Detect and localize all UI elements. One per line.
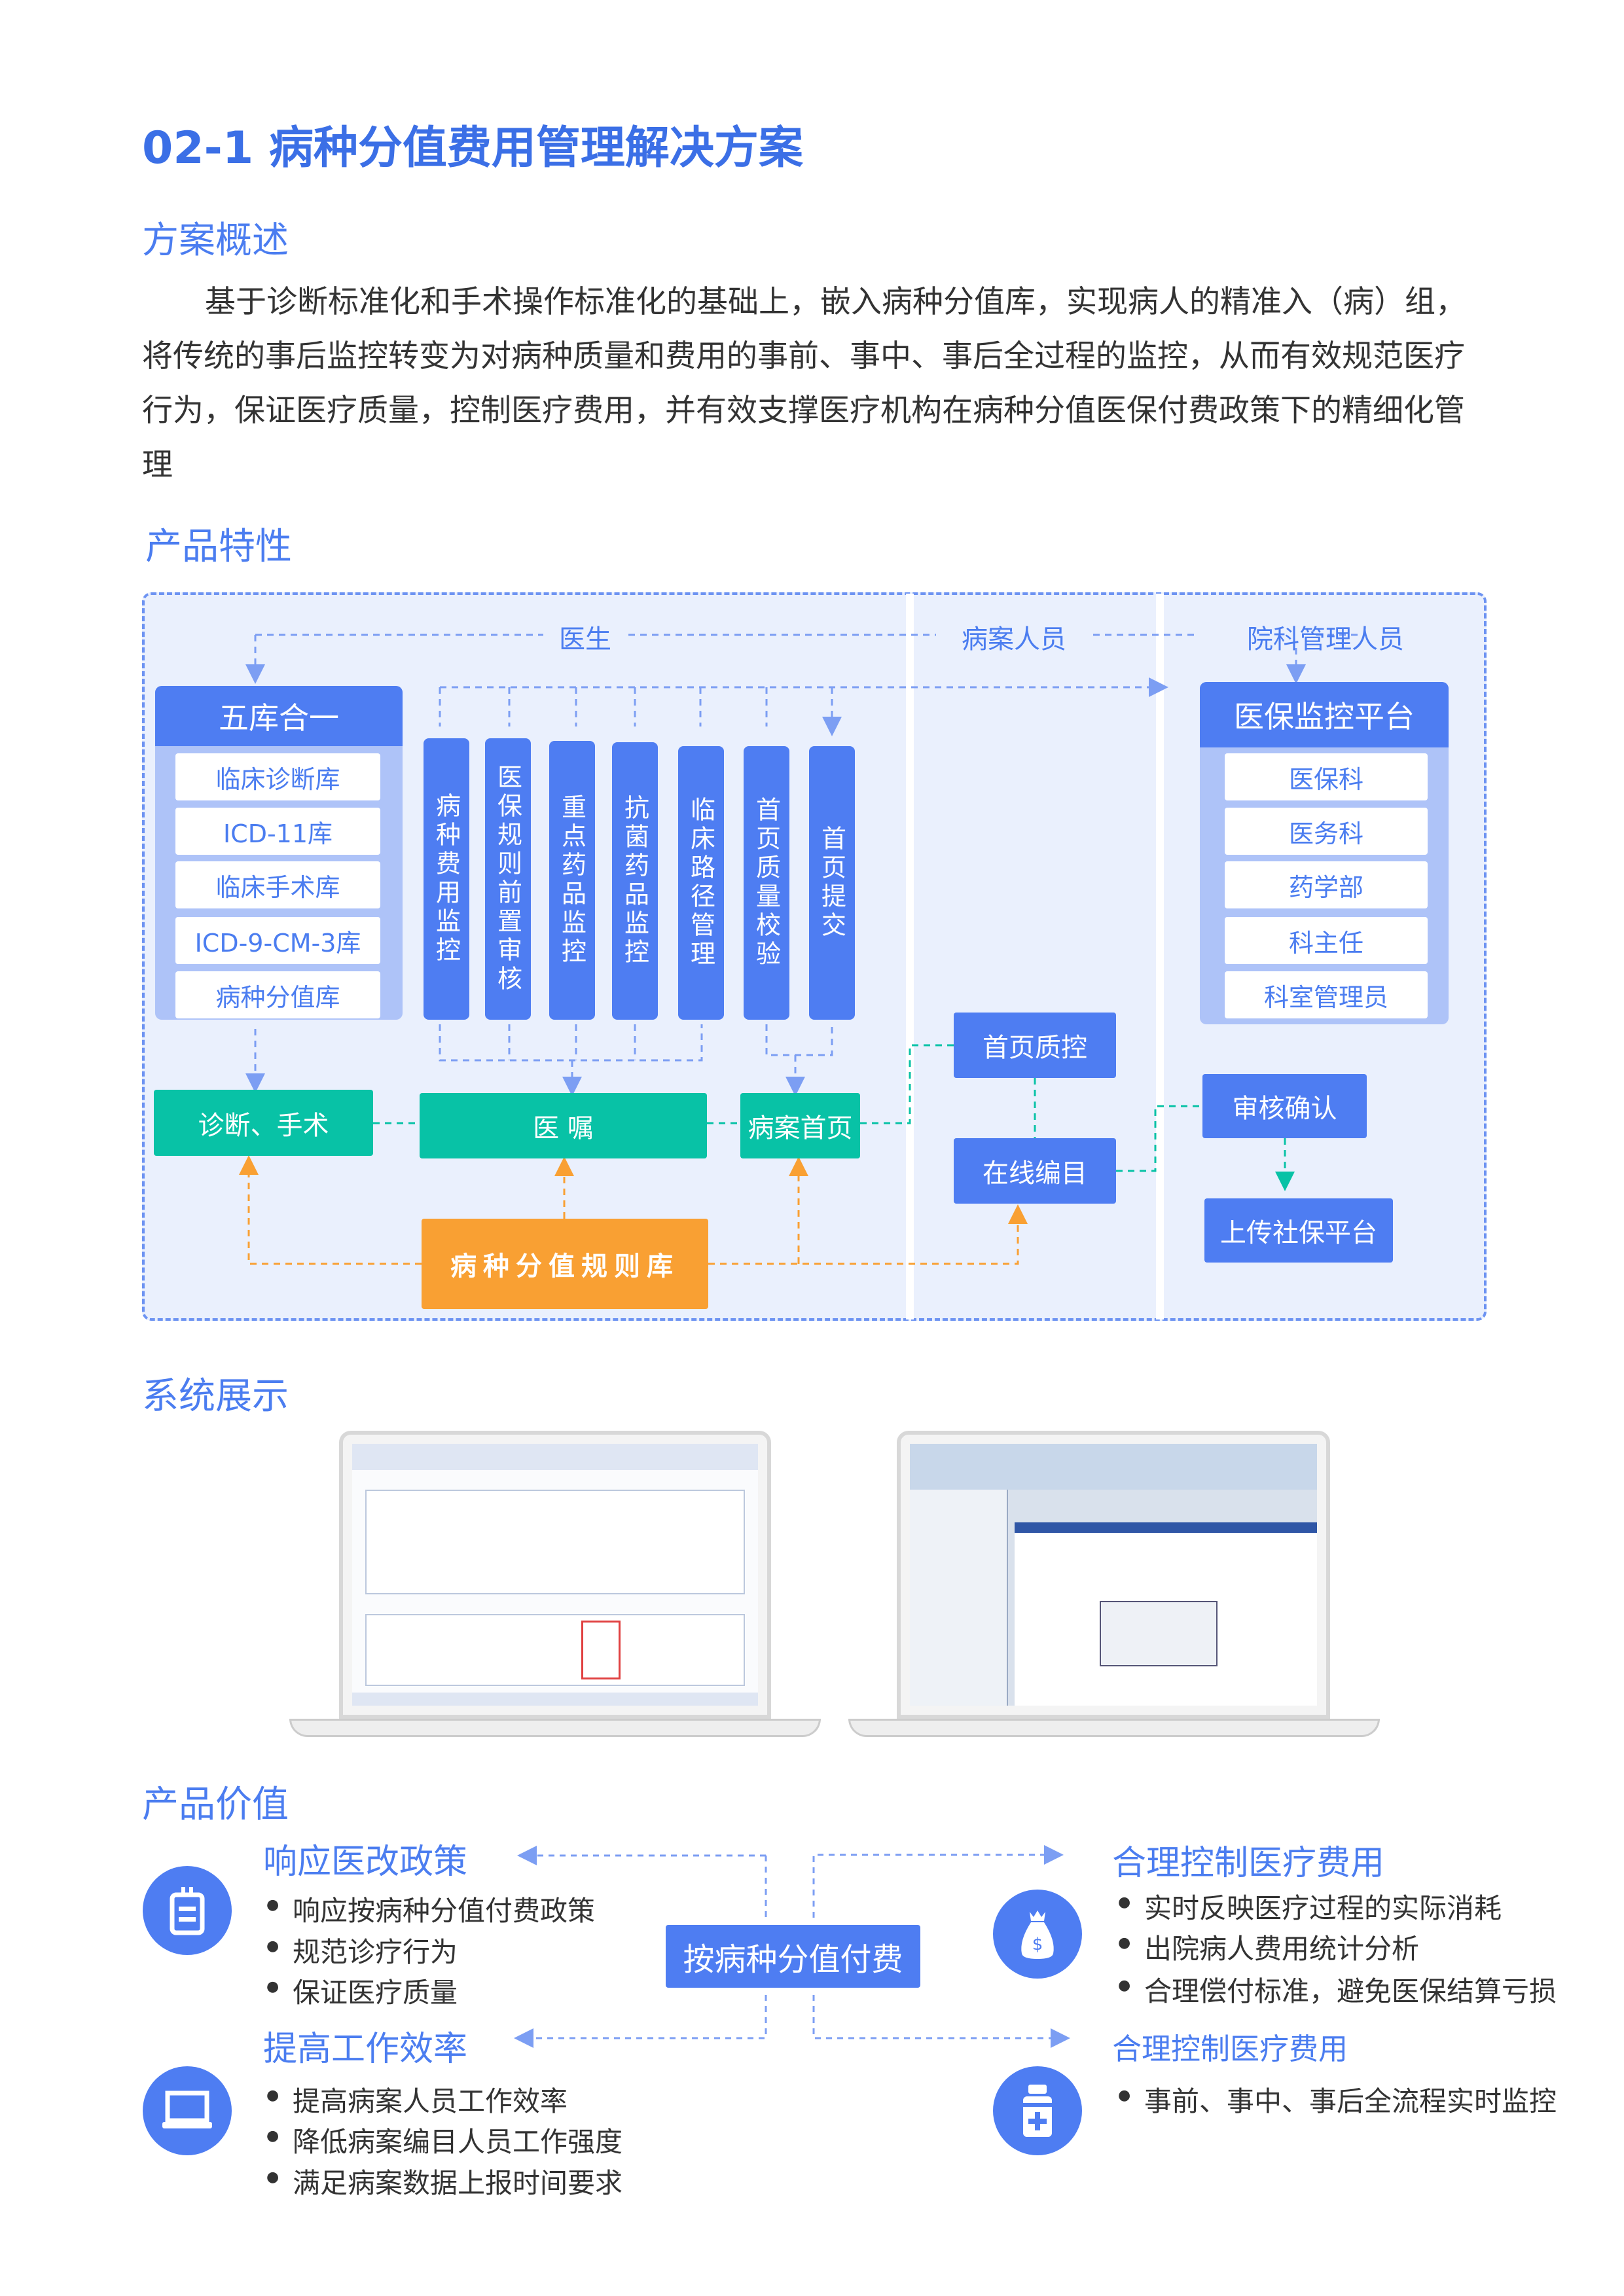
features-heading: 产品特性 [145, 526, 292, 568]
value-heading: 产品价值 [142, 1784, 289, 1826]
value-bullet: 满足病案数据上报时间要求 [266, 2161, 623, 2201]
value-bullet: 合理偿付标准，避免医保结算亏损 [1118, 1969, 1557, 2009]
value-title: 提高工作效率 [263, 2030, 468, 2069]
page-title: 02-1 病种分值费用管理解决方案 [142, 122, 803, 174]
value-title: 合理控制医疗费用 [1112, 2032, 1348, 2066]
money-bag-icon: $ [993, 1890, 1082, 1979]
module-bar[interactable]: 重点药品监控 [549, 741, 595, 1020]
showcase-heading: 系统展示 [142, 1375, 289, 1418]
department-item[interactable]: 医保科 [1225, 753, 1428, 800]
online-coding-box[interactable]: 在线编目 [954, 1138, 1116, 1204]
value-bullet: 保证医疗质量 [266, 1971, 458, 2011]
library-item[interactable]: 病种分值库 [175, 971, 380, 1018]
value-bullet: 降低病案编目人员工作强度 [266, 2120, 623, 2160]
homepage-qc-box[interactable]: 首页质控 [954, 1013, 1116, 1078]
laptop-base [848, 1719, 1380, 1737]
divider [1156, 594, 1164, 1319]
library-item[interactable]: 临床手术库 [175, 861, 380, 908]
library-item[interactable]: ICD-9-CM-3库 [175, 917, 380, 964]
medicine-bottle-icon [993, 2066, 1082, 2155]
upload-platform-box[interactable]: 上传社保平台 [1204, 1198, 1393, 1263]
role-records-staff: 病案人员 [962, 624, 1066, 655]
module-bar[interactable]: 病种费用监控 [424, 738, 469, 1020]
value-bullet: 提高病案人员工作效率 [266, 2079, 568, 2119]
overview-text: 基于诊断标准化和手术操作标准化的基础上，嵌入病种分值库，实现病人的精准入（病）组… [142, 284, 1466, 483]
center-payment-box: 按病种分值付费 [666, 1925, 920, 1988]
overview-heading: 方案概述 [142, 219, 289, 262]
review-confirm-box[interactable]: 审核确认 [1202, 1074, 1367, 1138]
laptop-screenshot-right [897, 1431, 1330, 1719]
department-item[interactable]: 科主任 [1225, 917, 1428, 964]
divider [906, 594, 914, 1319]
record-homepage-box[interactable]: 病案首页 [740, 1093, 860, 1158]
value-bullet: 实时反映医疗过程的实际消耗 [1118, 1886, 1502, 1926]
department-item[interactable]: 药学部 [1225, 861, 1428, 908]
medical-order-box[interactable]: 医 嘱 [420, 1093, 707, 1158]
laptop-icon [143, 2066, 232, 2155]
laptop-base [289, 1719, 821, 1737]
library-item[interactable]: 临床诊断库 [175, 753, 380, 800]
department-item[interactable]: 科室管理员 [1225, 971, 1428, 1018]
svg-text:$: $ [1032, 1935, 1043, 1954]
diagnosis-surgery-box[interactable]: 诊断、手术 [154, 1090, 373, 1156]
value-title: 响应医改政策 [263, 1842, 468, 1882]
value-bullet: 出院病人费用统计分析 [1118, 1927, 1419, 1967]
id-card-icon [143, 1866, 232, 1955]
panel-title: 医保监控平台 [1200, 682, 1449, 747]
role-admin: 院科管理人员 [1247, 624, 1404, 655]
value-bullet: 规范诊疗行为 [266, 1930, 458, 1970]
module-bar[interactable]: 抗菌药品监控 [612, 742, 658, 1020]
module-bar[interactable]: 医保规则前置审核 [485, 738, 531, 1020]
panel-title: 五库合一 [155, 686, 403, 746]
value-bullet: 响应按病种分值付费政策 [266, 1889, 595, 1929]
rule-library-box[interactable]: 病种分值规则库 [422, 1219, 708, 1309]
library-item[interactable]: ICD-11库 [175, 808, 380, 855]
value-title: 合理控制医疗费用 [1112, 1844, 1385, 1883]
laptop-screenshot-left [339, 1431, 771, 1719]
module-bar[interactable]: 首页质量校验 [744, 746, 789, 1020]
department-item[interactable]: 医务科 [1225, 808, 1428, 855]
module-bar[interactable]: 首页提交 [809, 746, 855, 1020]
role-doctor: 医生 [559, 624, 611, 655]
value-bullet: 事前、事中、事后全流程实时监控 [1118, 2079, 1557, 2119]
module-bar[interactable]: 临床路径管理 [678, 746, 724, 1020]
